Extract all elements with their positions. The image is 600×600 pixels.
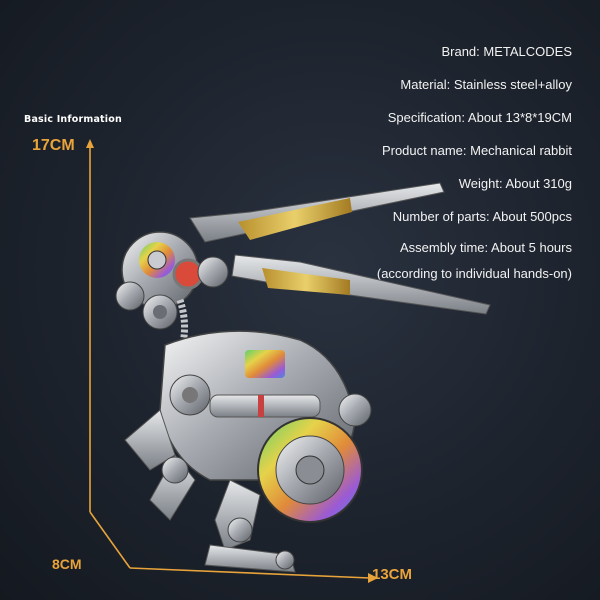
spec-brand: Brand: METALCODES	[441, 44, 572, 59]
dimension-lines	[89, 146, 371, 579]
spec-weight: Weight: About 310g	[458, 176, 572, 191]
spec-parts: Number of parts: About 500pcs	[392, 209, 572, 224]
spec-assembly-time: Assembly time: About 5 hours	[400, 240, 572, 255]
dimension-width-label: 13CM	[372, 566, 413, 583]
dimension-height-label: 17CM	[32, 137, 75, 154]
basic-info-heading: Basic Information	[24, 114, 122, 125]
spec-assembly-note: (according to individual hands-on)	[376, 266, 572, 281]
spec-product-name: Product name: Mechanical rabbit	[381, 143, 572, 158]
arrow-right-icon	[368, 573, 378, 583]
dimension-depth-label: 8CM	[52, 556, 82, 572]
arrow-up-icon	[86, 139, 94, 148]
spec-material: Material: Stainless steel+alloy	[400, 77, 572, 92]
spec-specification: Specification: About 13*8*19CM	[387, 110, 572, 125]
mechanical-rabbit-image	[115, 182, 491, 573]
